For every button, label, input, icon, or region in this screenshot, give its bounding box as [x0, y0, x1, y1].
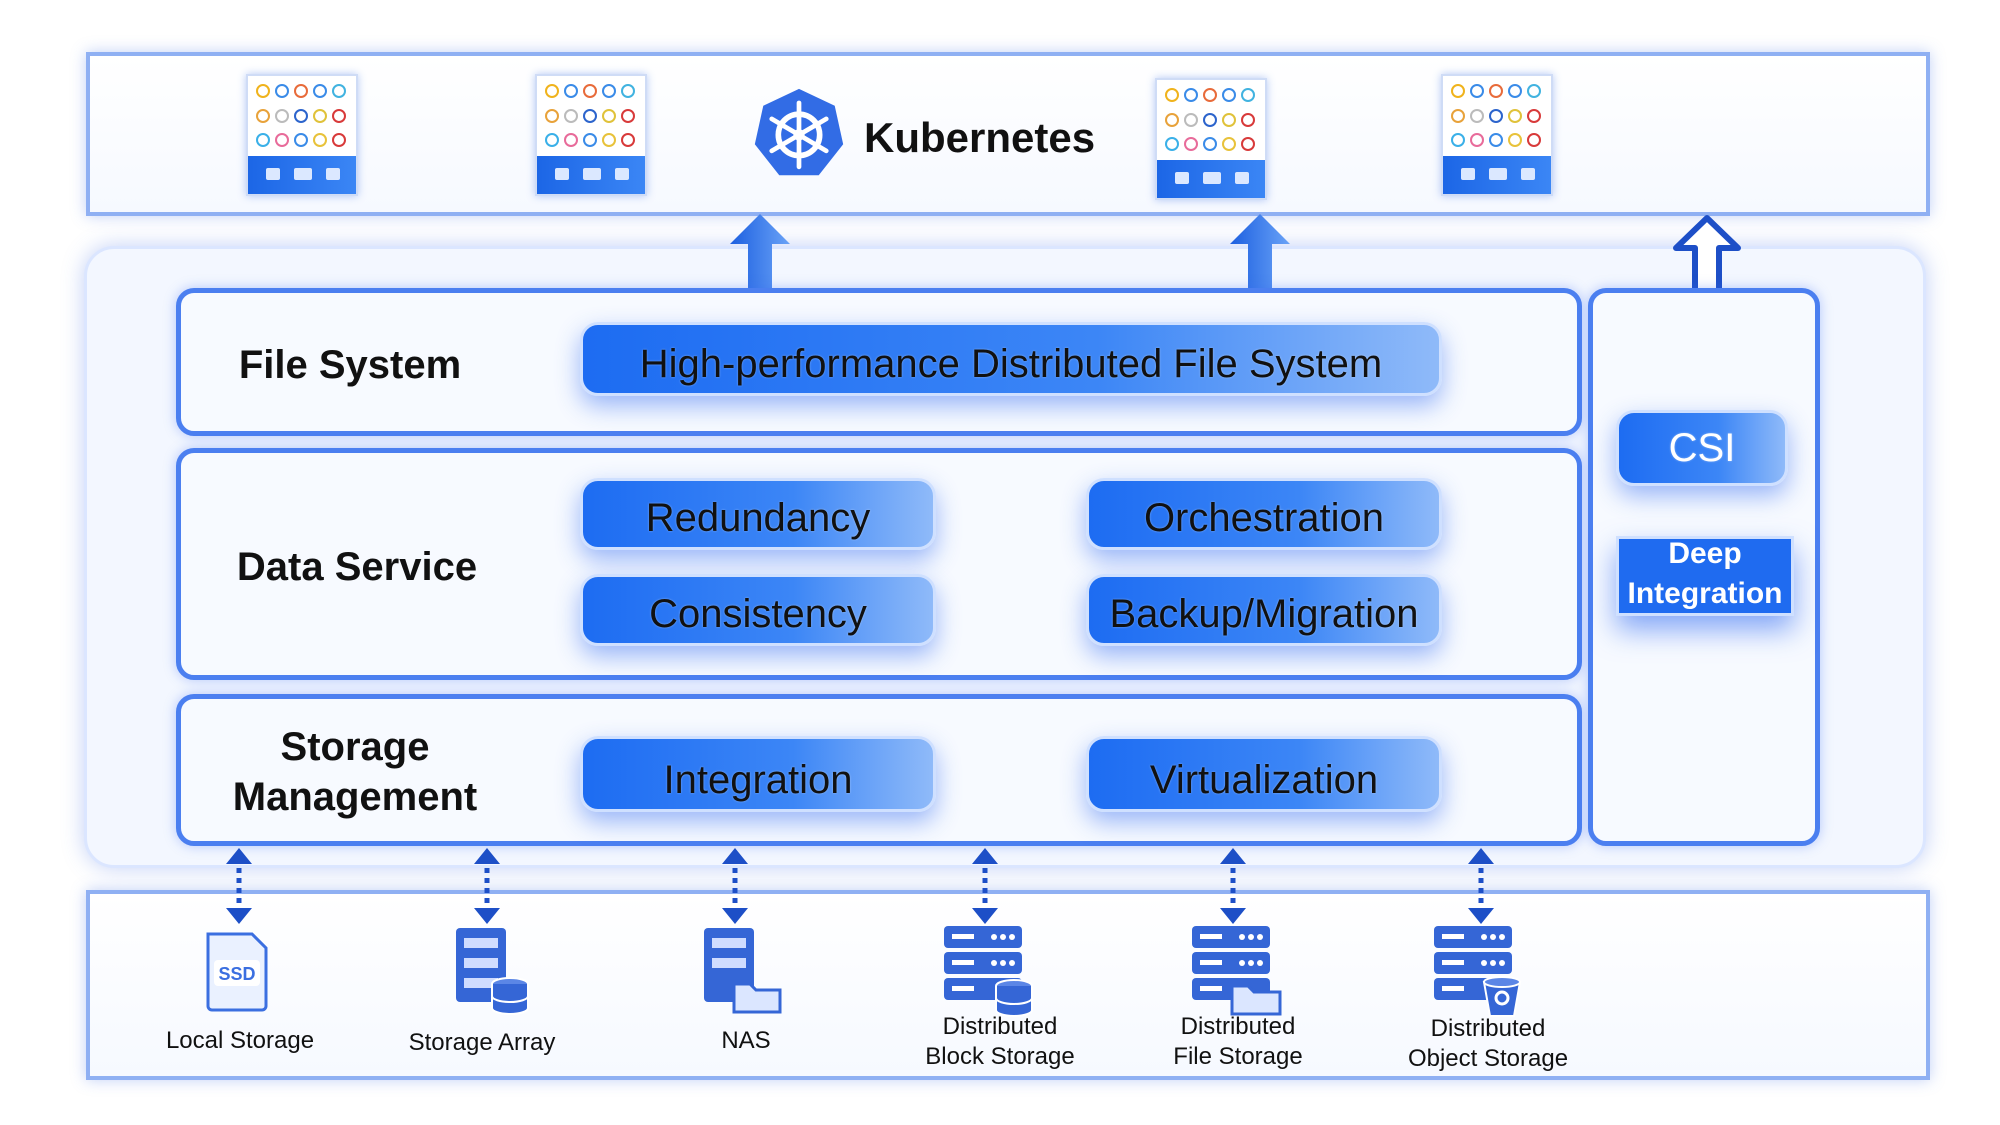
storage-label-block: Distributed Block Storage — [880, 1012, 1120, 1072]
svg-text:SSD: SSD — [218, 964, 255, 984]
dotted-double-arrow-icon — [1220, 848, 1246, 924]
storage-label-line1: NAS — [721, 1027, 771, 1054]
dotted-double-arrow-icon — [1468, 848, 1494, 924]
consistency-label: Consistency — [649, 592, 867, 636]
kubernetes-band — [86, 52, 1930, 216]
dotted-double-arrow-icon — [474, 848, 500, 924]
storage-label-nas: NAS — [626, 1026, 866, 1056]
kubernetes-helm-icon — [754, 88, 844, 176]
storage-label-line2: Object Storage — [1407, 1045, 1569, 1072]
storage-management-label: Storage Management — [210, 722, 500, 822]
orchestration-pill: Orchestration — [1086, 478, 1442, 550]
nas-icon — [704, 928, 782, 1014]
deep-integration-line1: Deep — [1668, 537, 1742, 570]
redundancy-label: Redundancy — [645, 496, 871, 540]
storage-management-label-line1: Storage — [280, 725, 430, 769]
storage-label-line1: Local Storage — [165, 1027, 315, 1054]
virtualization-pill: Virtualization — [1086, 736, 1442, 812]
csi-label: CSI — [1668, 425, 1736, 470]
ssd-icon: SSD — [206, 932, 268, 1012]
kubernetes-title: Kubernetes — [864, 114, 1096, 161]
csi-pill: CSI — [1616, 410, 1788, 486]
storage-array-icon — [456, 928, 529, 1015]
deep-integration-line2: Integration — [1627, 577, 1783, 610]
virtualization-label: Virtualization — [1149, 758, 1379, 802]
storage-label-array: Storage Array — [362, 1028, 602, 1058]
app-card — [246, 74, 358, 196]
app-card — [535, 74, 647, 196]
storage-label-line1: Distributed — [1430, 1015, 1546, 1042]
integration-pill: Integration — [580, 736, 936, 812]
storage-label-local: Local Storage — [120, 1026, 360, 1056]
storage-label-object: Distributed Object Storage — [1368, 1014, 1608, 1074]
distributed-file-system-pill: High-performance Distributed File System — [580, 322, 1442, 396]
dotted-double-arrow-icon — [226, 848, 252, 924]
storage-label-line1: Distributed — [942, 1013, 1058, 1040]
data-service-label: Data Service — [236, 545, 478, 589]
object-storage-icon — [1434, 926, 1522, 1017]
storage-label-line2: File Storage — [1173, 1043, 1303, 1070]
consistency-pill: Consistency — [580, 574, 936, 646]
app-card — [1441, 74, 1553, 196]
backup-migration-pill: Backup/Migration — [1086, 574, 1442, 646]
block-storage-icon — [944, 926, 1033, 1017]
deep-integration-box — [1616, 536, 1794, 616]
backup-migration-label: Backup/Migration — [1109, 592, 1419, 636]
storage-label-line1: Storage Array — [408, 1029, 556, 1056]
integration-label: Integration — [663, 758, 853, 802]
deep-integration-label: Deep Integration — [1610, 534, 1800, 614]
storage-label-file: Distributed File Storage — [1118, 1012, 1358, 1072]
storage-label-line1: Distributed — [1180, 1013, 1296, 1040]
app-card — [1155, 78, 1267, 200]
storage-management-label-line2: Management — [232, 775, 478, 819]
dotted-double-arrow-icon — [972, 848, 998, 924]
dotted-double-arrow-icon — [722, 848, 748, 924]
redundancy-pill: Redundancy — [580, 478, 936, 550]
file-storage-icon — [1192, 926, 1282, 1016]
orchestration-label: Orchestration — [1143, 496, 1385, 540]
file-system-label: File System — [238, 343, 462, 387]
storage-label-line2: Block Storage — [925, 1043, 1075, 1070]
distributed-file-system-label: High-performance Distributed File System — [639, 342, 1383, 386]
